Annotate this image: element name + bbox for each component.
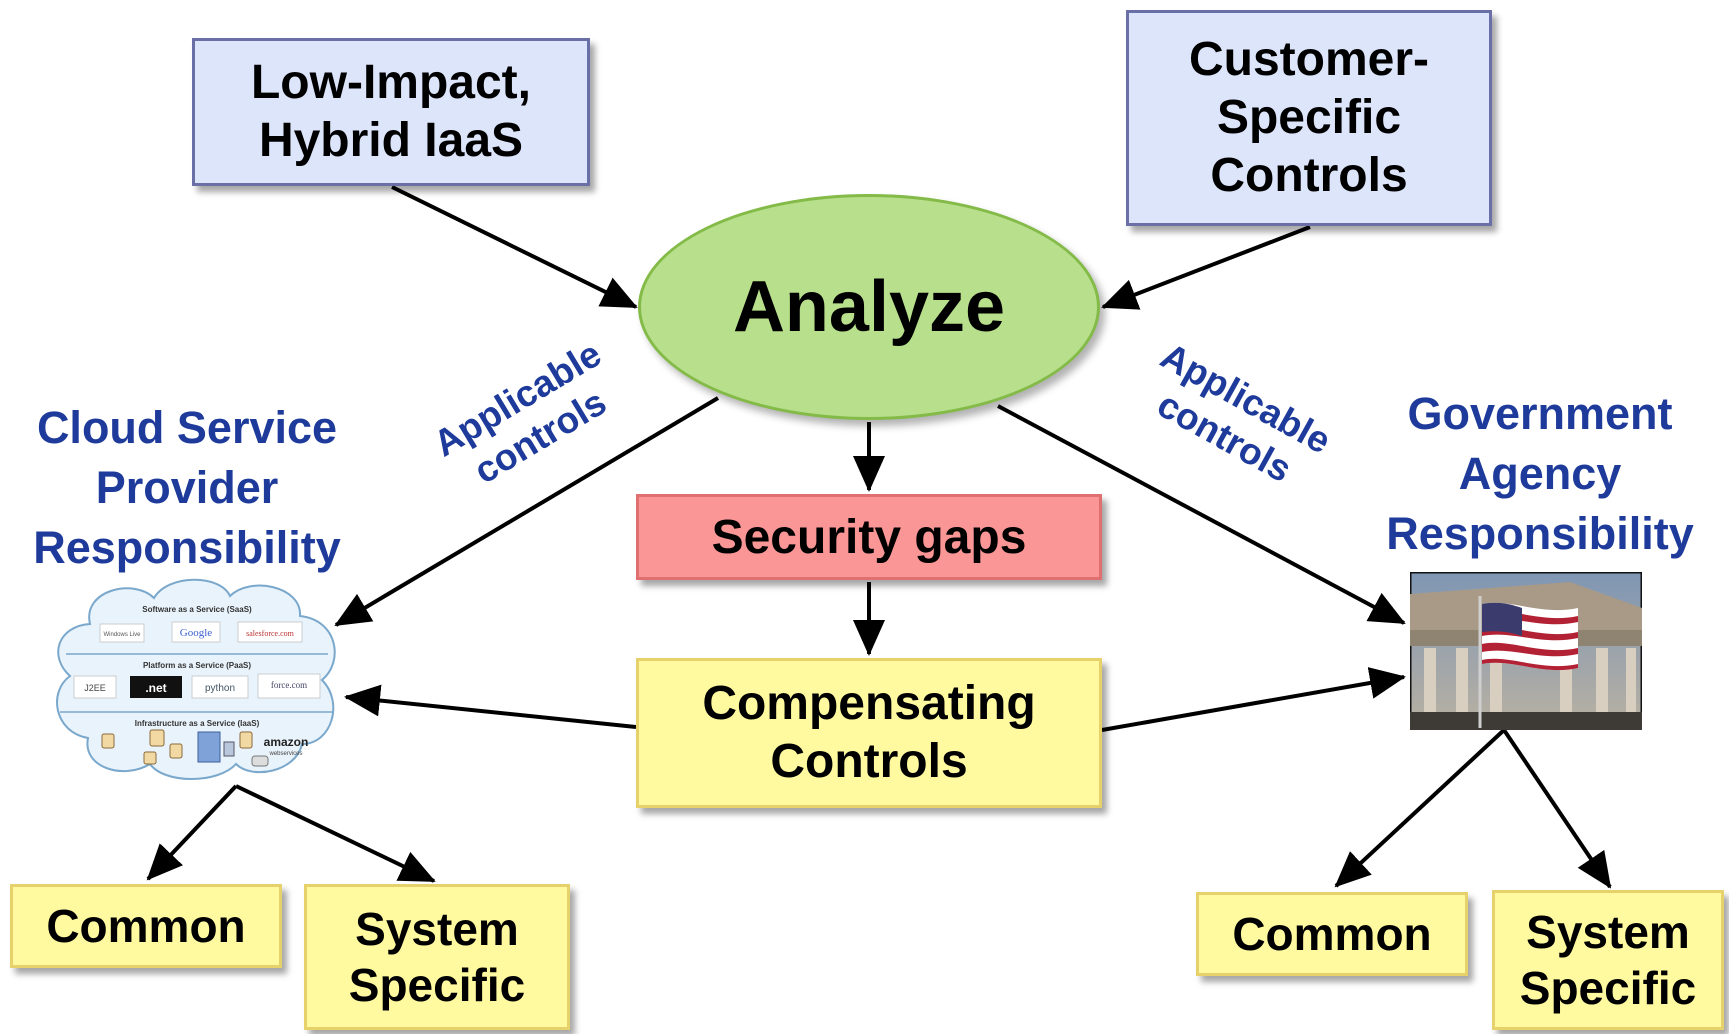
logo-python: python <box>205 683 235 694</box>
arrow-right-source-to-analyze <box>1101 225 1311 310</box>
arrow-agency-to-right-system <box>1502 728 1612 889</box>
paas-layer-label: Platform as a Service (PaaS) <box>143 661 251 670</box>
agency-responsibility-title: Government Agency Responsibility <box>1386 388 1694 559</box>
analyze-ellipse: Analyze <box>638 194 1100 420</box>
security-gaps-box: Security gaps <box>636 494 1102 580</box>
logo-windows-live: Windows Live <box>103 632 141 638</box>
customer-specific-label: Customer- Specific Controls <box>1188 33 1430 202</box>
logo-google: Google <box>180 627 213 639</box>
arrow-left-source-to-analyze <box>391 185 638 309</box>
logo-dotnet: .net <box>145 681 166 695</box>
agency-common-label: Common <box>1232 908 1432 960</box>
saas-layer-label: Software as a Service (SaaS) <box>142 605 252 614</box>
arrow-compensating-to-cloud <box>344 684 637 729</box>
american-flag <box>1482 602 1578 671</box>
arrow-analyze-to-agency <box>997 404 1406 625</box>
arrow-agency-to-right-common <box>1334 728 1506 888</box>
government-building-photo <box>1410 572 1642 730</box>
csp-common-label: Common <box>46 900 246 952</box>
agency-system-specific-label: System Specific <box>1519 906 1697 1014</box>
low-impact-label: Low-Impact, Hybrid IaaS <box>250 56 531 167</box>
compensating-controls-label: Compensating Controls <box>702 677 1036 788</box>
low-impact-hybrid-iaas-box: Low-Impact, Hybrid IaaS <box>192 38 590 186</box>
arrow-compensating-to-agency <box>1101 667 1406 732</box>
arrow-analyze-to-cloud <box>334 396 720 627</box>
csp-system-specific-box: System Specific <box>304 884 570 1030</box>
analyze-label: Analyze <box>732 267 1006 347</box>
logo-webservices: webservices <box>268 751 302 757</box>
security-gaps-label: Security gaps <box>711 510 1027 564</box>
cloud-stack-illustration: Software as a Service (SaaS) Windows Liv… <box>56 578 336 780</box>
logo-amazon: amazon <box>264 735 309 749</box>
customer-specific-controls-box: Customer- Specific Controls <box>1126 10 1492 226</box>
arrow-cloud-to-left-common <box>146 784 238 881</box>
agency-common-box: Common <box>1196 892 1468 976</box>
logo-salesforce: salesforce.com <box>246 629 295 638</box>
csp-system-specific-label: System Specific <box>348 903 526 1011</box>
agency-system-specific-box: System Specific <box>1492 890 1724 1030</box>
arrow-cloud-to-left-system <box>235 784 436 883</box>
compensating-controls-box: Compensating Controls <box>636 658 1102 808</box>
csp-responsibility-title: Cloud Service Provider Responsibility <box>33 402 341 573</box>
logo-j2ee: J2EE <box>84 683 106 693</box>
csp-common-box: Common <box>10 884 282 968</box>
logo-force: force.com <box>271 680 307 690</box>
iaas-layer-label: Infrastructure as a Service (IaaS) <box>135 719 260 728</box>
